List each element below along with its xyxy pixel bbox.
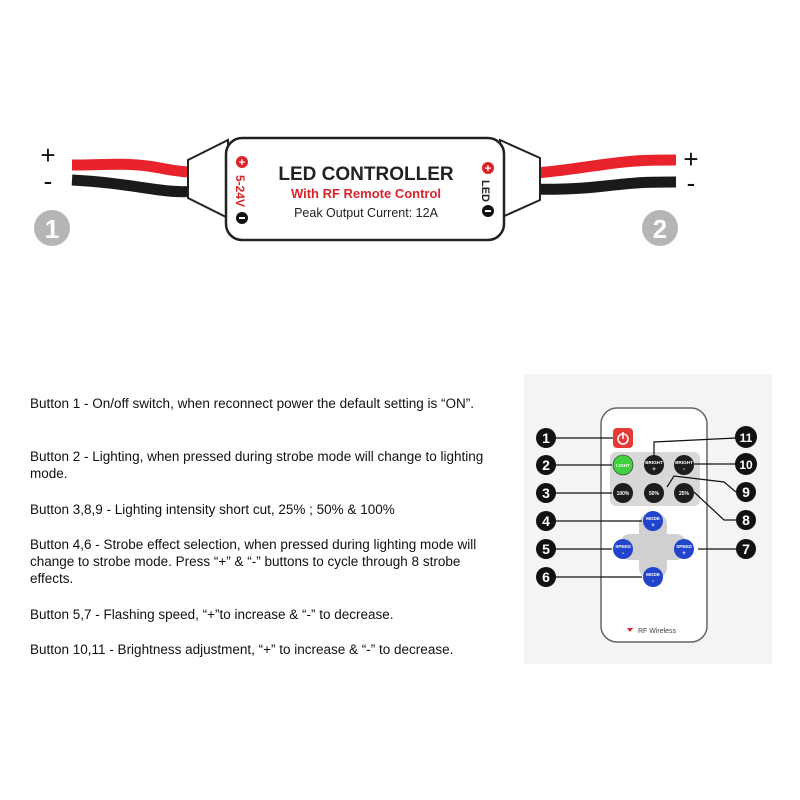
svg-text:MODE: MODE [646, 572, 660, 577]
callout-1: 1 [536, 428, 556, 448]
svg-text:11: 11 [740, 431, 753, 445]
input-voltage-label: 5-24V [233, 175, 247, 207]
light-button[interactable]: LIGHT [612, 454, 634, 476]
svg-text:LIGHT: LIGHT [616, 463, 630, 468]
svg-text:50%: 50% [649, 491, 660, 497]
svg-text:BRIGHT: BRIGHT [645, 460, 663, 465]
speed-plus-button[interactable]: SPEED + [674, 539, 694, 559]
svg-text:2: 2 [653, 214, 667, 244]
wireless-icon [627, 628, 633, 632]
direction-cross [620, 514, 686, 578]
bright-plus-button[interactable]: BRIGHT + [644, 455, 664, 475]
callout-7: 7 [736, 539, 756, 559]
intensity-25-button[interactable]: 25% [674, 483, 694, 503]
description-button-3-8-9: Button 3,8,9 - Lighting intensity short … [30, 502, 395, 517]
callout-6: 6 [536, 567, 556, 587]
svg-text:6: 6 [542, 569, 550, 585]
svg-text:25%: 25% [679, 491, 690, 497]
controller-subtitle: With RF Remote Control [291, 186, 441, 201]
description-button-4-6: Button 4,6 - Strobe effect selection, wh… [30, 537, 477, 586]
remote-brand: RF Wireless [627, 628, 677, 635]
callout-11: 11 [735, 426, 757, 448]
port-1-plus: + [40, 140, 55, 170]
speed-minus-button[interactable]: SPEED - [613, 539, 633, 559]
output-plus-marker: + [482, 162, 494, 175]
svg-text:4: 4 [542, 513, 550, 529]
svg-text:5: 5 [542, 541, 550, 557]
callout-4: 4 [536, 511, 556, 531]
port-1-minus: - [44, 166, 53, 196]
callout-9: 9 [736, 482, 756, 502]
callout-10: 10 [735, 453, 757, 475]
svg-text:3: 3 [542, 485, 550, 501]
controller-body [224, 136, 506, 242]
description-button-5-7: Button 5,7 - Flashing speed, “+”to incre… [30, 607, 394, 622]
port-2-plus: + [683, 144, 698, 174]
description-button-10-11: Button 10,11 - Brightness adjustment, “+… [30, 642, 454, 657]
remote-diagram: LIGHT BRIGHT + BRIGHT - 100% 50% 25% [536, 407, 757, 643]
svg-text:-: - [652, 579, 654, 585]
description-button-2: Button 2 - Lighting, when pressed during… [30, 449, 484, 481]
svg-text:RF Wireless: RF Wireless [638, 628, 677, 635]
controller-spec: Peak Output Current: 12A [294, 206, 438, 220]
callout-2: 2 [536, 455, 556, 475]
description-button-1: Button 1 - On/off switch, when reconnect… [30, 396, 474, 411]
intensity-50-button[interactable]: 50% [644, 483, 664, 503]
input-plus-marker: + [236, 156, 248, 169]
svg-text:+: + [682, 551, 686, 557]
svg-text:7: 7 [742, 541, 750, 557]
svg-text:+: + [485, 163, 491, 175]
svg-text:BRIGHT: BRIGHT [675, 460, 693, 465]
callout-5: 5 [536, 539, 556, 559]
output-led-label: LED [479, 180, 491, 202]
input-minus-marker [236, 212, 248, 224]
callout-3: 3 [536, 483, 556, 503]
svg-text:1: 1 [542, 430, 550, 446]
power-button[interactable] [613, 428, 633, 448]
bright-minus-button[interactable]: BRIGHT - [674, 455, 694, 475]
svg-text:8: 8 [742, 512, 750, 528]
svg-text:1: 1 [45, 214, 59, 244]
svg-text:+: + [651, 523, 655, 529]
svg-text:SPEED: SPEED [615, 544, 631, 549]
port-2-badge: 2 [642, 210, 678, 246]
output-minus-marker [482, 205, 494, 217]
svg-text:10: 10 [739, 458, 753, 472]
callout-8: 8 [736, 510, 756, 530]
port-1-badge: 1 [34, 210, 70, 246]
controller-title: LED CONTROLLER [278, 164, 453, 185]
input-sleeve [187, 138, 229, 220]
controller-diagram: LED CONTROLLER With RF Remote Control Pe… [34, 136, 699, 246]
svg-text:100%: 100% [617, 491, 630, 497]
callout-lines [554, 437, 737, 578]
svg-text:-: - [683, 467, 685, 473]
svg-text:+: + [652, 467, 656, 473]
svg-text:MODE: MODE [646, 516, 660, 521]
output-sleeve [499, 138, 541, 220]
svg-text:SPEED: SPEED [676, 544, 692, 549]
svg-text:-: - [622, 551, 624, 557]
svg-text:2: 2 [542, 457, 550, 473]
mode-plus-button[interactable]: MODE + [643, 511, 663, 531]
remote-panel: LIGHT BRIGHT + BRIGHT - 100% 50% 25% [524, 374, 772, 664]
mode-minus-button[interactable]: MODE - [643, 567, 663, 587]
intensity-100-button[interactable]: 100% [613, 483, 633, 503]
svg-text:+: + [239, 157, 245, 169]
svg-text:9: 9 [742, 484, 750, 500]
port-2-minus: - [687, 168, 696, 198]
